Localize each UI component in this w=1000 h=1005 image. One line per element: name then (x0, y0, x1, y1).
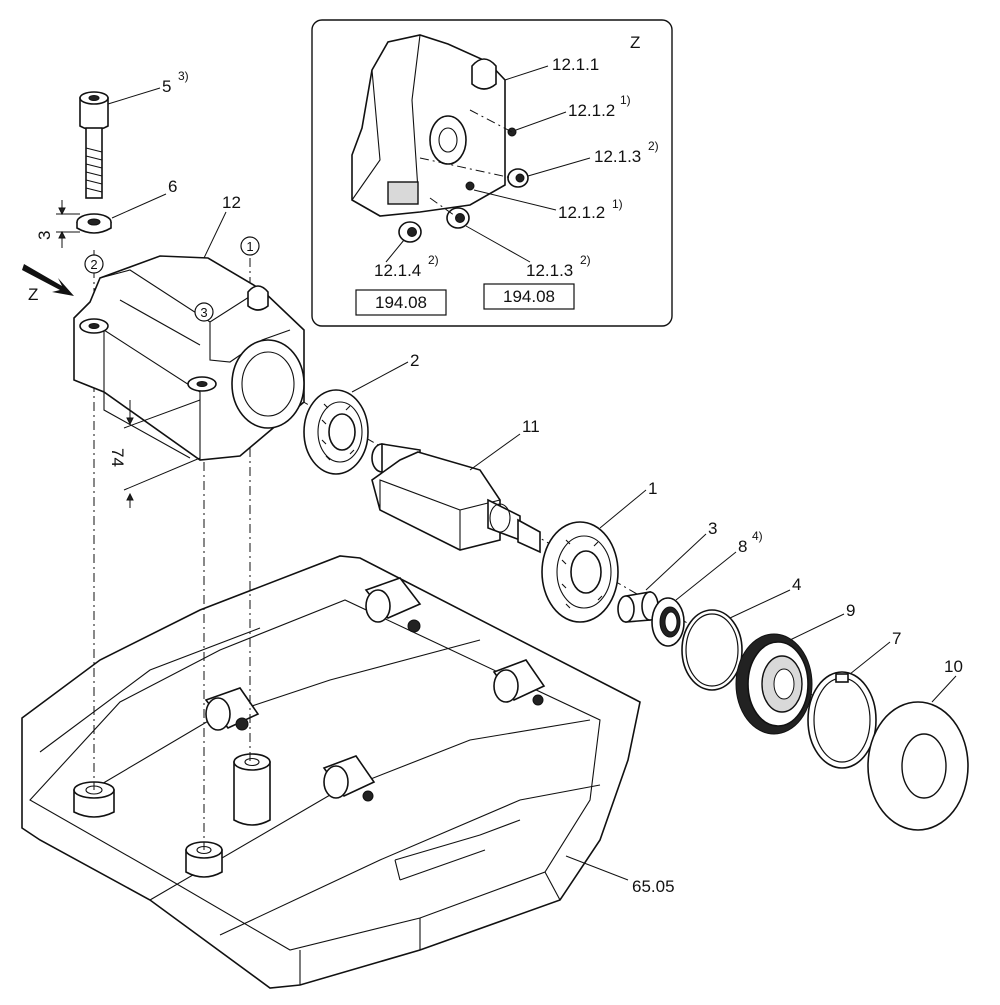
bushing-12-1-3-top (507, 168, 529, 188)
note-12-1-4: 2) (428, 253, 439, 267)
label-7: 7 (892, 629, 901, 648)
label-10: 10 (944, 657, 963, 676)
rubber-buffer-2 (492, 659, 546, 706)
screw-5 (79, 91, 109, 199)
ref-box-right (483, 283, 575, 310)
label-5: 5 (162, 77, 171, 96)
housing-12 (73, 255, 305, 461)
housing-side-view (351, 34, 506, 217)
washer-6 (76, 213, 112, 234)
base-plate-65-05: 65.05 (21, 555, 675, 989)
base-boss-middle (185, 841, 223, 878)
label-12-1-1: 12.1.1 (552, 55, 599, 74)
marker-2-text: 2 (90, 257, 97, 272)
marker-circle-2 (84, 254, 104, 274)
ref-box-right-text: 194.08 (503, 287, 555, 306)
ref-box-left (355, 289, 447, 316)
washer-10 (867, 701, 969, 831)
label-2: 2 (410, 351, 419, 370)
label-6: 6 (168, 177, 177, 196)
label-1: 1 (648, 479, 657, 498)
circled-markers: 1 2 3 (84, 236, 260, 322)
label-11: 11 (522, 417, 540, 436)
note-5: 3) (178, 69, 189, 83)
detail-view-label: Z (630, 33, 640, 52)
label-12: 12 (222, 193, 241, 212)
label-12-1-2-top: 12.1.2 (568, 101, 615, 120)
note-12-1-3-top: 2) (648, 139, 659, 153)
cover-9 (735, 633, 813, 735)
label-8: 8 (738, 537, 747, 556)
rubber-buffer-3 (204, 687, 260, 731)
label-12-1-2-bottom: 12.1.2 (558, 203, 605, 222)
view-arrow-z-label: Z (28, 285, 38, 304)
dimension-washer-gap: 3 (35, 200, 80, 248)
label-65-05: 65.05 (632, 877, 675, 896)
ref-box-left-text: 194.08 (375, 293, 427, 312)
marker-circle-3 (194, 302, 214, 322)
marker-circle-1 (240, 236, 260, 256)
rubber-buffer-1 (364, 577, 422, 633)
note-12-1-2-bottom: 1) (612, 197, 623, 211)
note-8: 4) (752, 529, 763, 543)
label-9: 9 (846, 601, 855, 620)
circlip-7 (807, 671, 877, 769)
view-arrow-z: Z (22, 264, 74, 304)
label-3: 3 (708, 519, 717, 538)
base-boss-right (233, 753, 271, 826)
label-4: 4 (792, 575, 801, 594)
dimension-3-label: 3 (35, 231, 54, 240)
seal-8 (651, 597, 685, 647)
dimension-74-label: 74 (108, 448, 127, 467)
detail-view-z: Z 12.1.1 12.1.2 (311, 19, 673, 327)
label-12-1-3-bottom: 12.1.3 (526, 261, 573, 280)
rubber-buffer-4 (322, 755, 376, 802)
label-12-1-3-top: 12.1.3 (594, 147, 641, 166)
note-12-1-3-bottom: 2) (580, 253, 591, 267)
note-12-1-2-top: 1) (620, 93, 631, 107)
bearing-2 (303, 389, 369, 475)
dimension-housing-offset: 74 (108, 399, 201, 508)
bushing-12-1-3-bottom (446, 207, 470, 229)
marker-1-text: 1 (246, 239, 253, 254)
marker-3-text: 3 (200, 305, 207, 320)
bushing-12-1-4 (398, 221, 422, 243)
bearing-1 (541, 521, 619, 623)
pin-12-1-2-bottom (465, 181, 475, 191)
pin-12-1-2-top (507, 127, 517, 137)
ring-4 (681, 609, 743, 691)
eccentric-shaft-11 (371, 443, 541, 554)
label-12-1-4: 12.1.4 (374, 261, 421, 280)
